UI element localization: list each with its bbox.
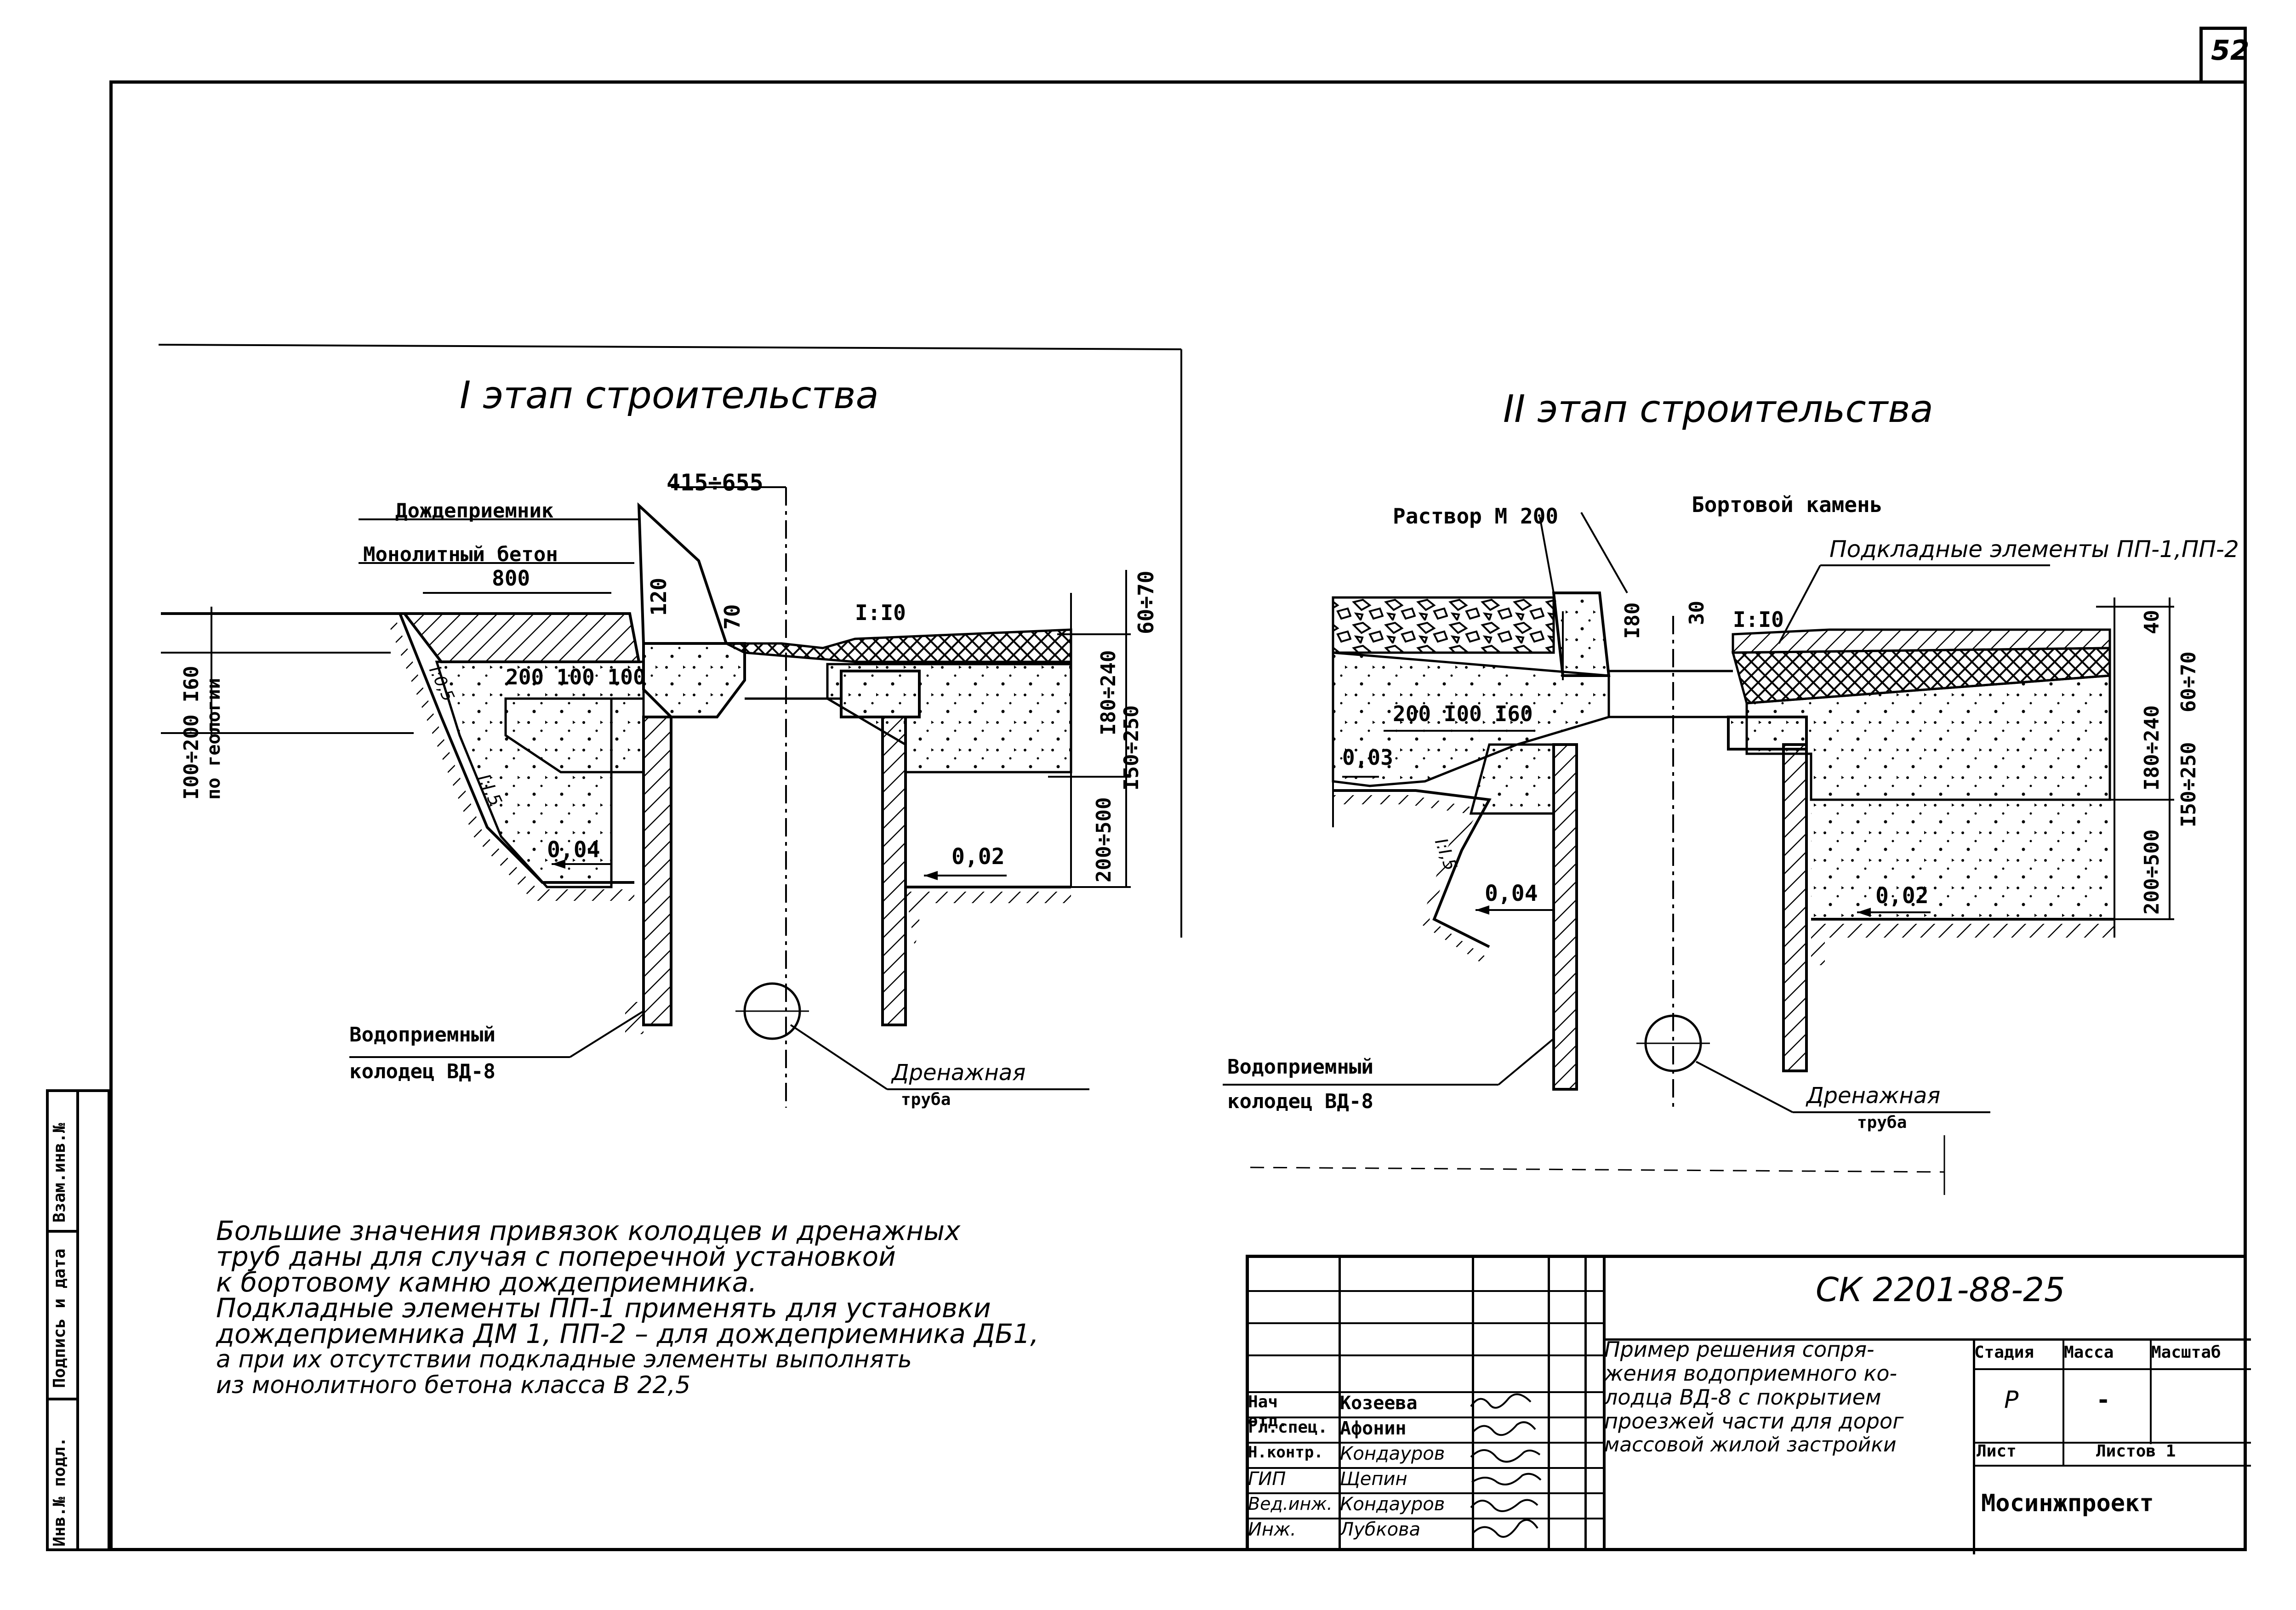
person-name: Кондауров [1340,1443,1445,1464]
page-number-box [2199,27,2247,84]
note-line: дождеприемника ДМ 1, ПП-2 – для дождепри… [216,1318,1039,1349]
stage1-dim-150-250: I50÷250 [1120,705,1143,791]
stage2-pads-label: Подкладные элементы ПП-1,ПП-2 [1829,536,2239,563]
stage1-slope-main: I:I0 [855,600,906,625]
drawing-title: Пример решения сопря- жения водоприемног… [1604,1337,1972,1457]
stage2-title: II этап строительства [1503,387,1933,431]
stage1-dim-70: 70 [720,604,745,630]
title-line: Пример решения сопря- [1604,1337,1874,1362]
side-stamp-strip [46,1089,110,1551]
stage1-title: I этап строительства [460,374,879,417]
organization: Мосинжпроект [1981,1490,2154,1517]
signature-scribbles [1470,1393,1542,1538]
stage2-pipe-label-1: Дренажная [1806,1083,1941,1109]
stage1-slope-002: 0,02 [951,844,1005,870]
person-name: Лубкова [1340,1519,1421,1540]
title-line: проезжей части для дорог [1604,1409,1904,1434]
note-line: труб даны для случая с поперечной устано… [216,1241,896,1272]
title-line: жения водоприемного ко- [1604,1361,1897,1386]
note-line: Подкладные элементы ПП-1 применять для у… [216,1292,991,1324]
stage1-pipe-label-2: труба [901,1090,951,1109]
note-line: из монолитного бетона класса В 22,5 [216,1371,691,1399]
stage1-inlet-label: Дождеприемник [395,499,554,523]
stage2-mortar-label: Раствор М 200 [1393,504,1559,529]
stage2-slope-002: 0,02 [1875,883,1929,909]
stage1-dim-180-240: I80÷240 [1097,650,1120,735]
stage1-well-label-2: колодец ВД-8 [349,1060,496,1083]
person-name: Щепин [1340,1468,1407,1490]
stage2-slope-003: 0,03 [1342,745,1393,770]
stage2-dim-180-240: I80÷240 [2140,705,2164,791]
stage2-well-label-2: колодец ВД-8 [1227,1090,1373,1113]
stage1-dims-top: 60÷70 [1134,570,1158,634]
person-name: Кондауров [1340,1494,1445,1515]
role-label: Гл.спец. [1248,1418,1328,1437]
stage1-offset-dim: 415÷655 [667,469,763,496]
stage1-dim-200-500: 200÷500 [1092,797,1116,882]
title-line: лодца ВД-8 с покрытием [1604,1385,1881,1410]
note-line: а при их отсутствии подкладные элементы … [216,1346,912,1373]
note-line: Большие значения привязок колодцев и дре… [216,1215,961,1246]
stage2-dim-40: 40 [2140,610,2164,634]
mass-value: - [2096,1386,2111,1414]
person-name: Козеева [1340,1393,1418,1414]
sheets-label: Листов 1 [2096,1442,2176,1461]
stage1-left-dim: I00÷200 I60 [180,666,203,800]
person-name: Афонин [1340,1418,1407,1439]
stage1-dims-200-100-100: 200 100 100 [506,665,646,689]
stage2-dim-150-250: I50÷250 [2177,742,2200,827]
note-line: к бортовому камню дождеприемника. [216,1267,757,1298]
stage1-monolith-label: Монолитный бетон [363,543,558,566]
stage1-dim-120: 120 [646,577,671,616]
stage2-curb-label: Бортовой камень [1692,492,1883,517]
sheet-label: Лист [1977,1442,2017,1461]
stage-header: Стадия [1974,1343,2034,1362]
role-label: ГИП [1248,1468,1286,1490]
doc-code: СК 2201-88-25 [1816,1270,2065,1309]
stage2-slope-main: I:I0 [1733,607,1784,632]
stage-value: Р [2004,1386,2019,1414]
role-label: Н.контр. [1248,1443,1323,1462]
stage1-well-label-1: Водоприемный [349,1023,496,1047]
role-label: Инж. [1248,1519,1296,1540]
page-number: 52 [2211,34,2250,67]
mass-header: Масса [2064,1343,2114,1362]
stage2-dim-60-70: 60÷70 [2177,651,2200,712]
stage1-width-800: 800 [492,566,530,591]
stage2-dim-180: I80 [1621,602,1644,639]
stage2-dim-200-500: 200÷500 [2140,829,2164,915]
stage2-well-label-1: Водоприемный [1227,1055,1373,1079]
title-line: массовой жилой застройки [1604,1433,1897,1456]
role-label: Нач отд. [1248,1393,1288,1430]
scale-header: Масштаб [2151,1343,2221,1362]
stage2-dims-200-100-160: 200 I00 I60 [1393,701,1533,726]
notes-block: Большие значения привязок колодцев и дре… [216,1215,1227,1399]
stage1-pipe-label-1: Дренажная [892,1060,1026,1086]
stage1-left-dim2: по геологии [203,678,224,800]
drawing-frame [109,80,2247,1551]
stage2-dim-30: 30 [1685,601,1709,625]
stage1-slope-004: 0,04 [547,837,600,863]
stage2-slope-004: 0,04 [1485,881,1538,906]
stage2-pipe-label-2: труба [1857,1113,1907,1132]
role-label: Вед.инж. [1248,1494,1333,1514]
